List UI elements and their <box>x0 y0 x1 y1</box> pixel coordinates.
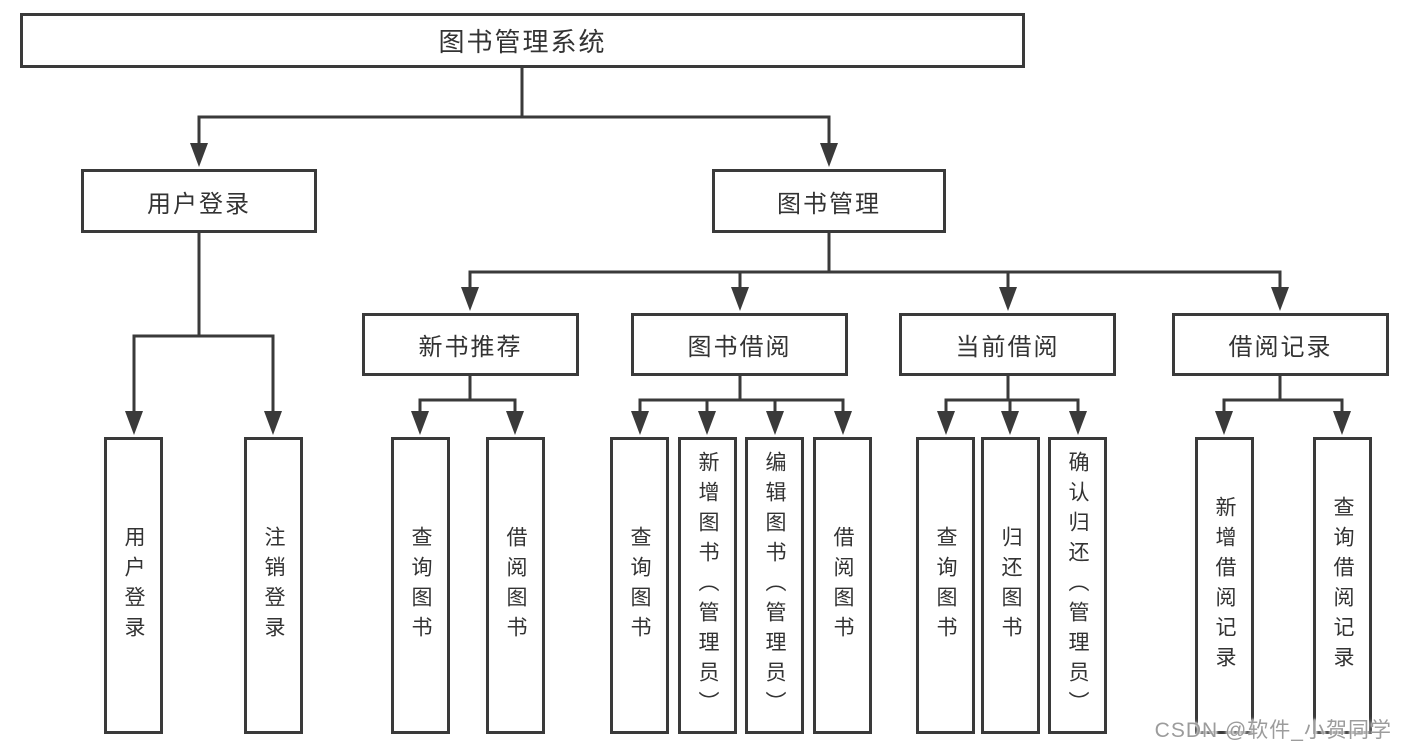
leaf-query-books-current: 查询图书 <box>916 437 975 734</box>
node-label: 图书管理 <box>777 190 881 218</box>
arrow-down <box>631 400 649 435</box>
arrow-down <box>1001 400 1019 435</box>
node-book-management: 图书管理 <box>712 169 946 233</box>
leaf-borrow-books: 借阅图书 <box>813 437 872 734</box>
arrow-down <box>125 336 143 435</box>
leaf-query-borrow-record: 查询借阅记录 <box>1313 437 1372 734</box>
leaf-label: 新增图书（管理员） <box>696 450 719 721</box>
watermark: CSDN @软件_小贺同学 <box>1154 719 1392 742</box>
leaf-query-books-borrow: 查询图书 <box>610 437 669 734</box>
node-user-login: 用户登录 <box>81 169 317 233</box>
leaf-label: 查询图书 <box>934 525 957 646</box>
leaf-user-login: 用户登录 <box>104 437 163 734</box>
node-label: 图书管理系统 <box>438 27 607 57</box>
leaf-edit-book-admin: 编辑图书（管理员） <box>745 437 804 734</box>
node-label: 用户登录 <box>147 190 251 218</box>
leaf-borrow-books-recommend: 借阅图书 <box>486 437 545 734</box>
leaf-label: 查询借阅记录 <box>1331 495 1354 676</box>
leaf-label: 归还图书 <box>999 525 1022 646</box>
leaf-add-book-admin: 新增图书（管理员） <box>678 437 737 734</box>
leaf-label: 注销登录 <box>262 525 285 646</box>
arrow-down <box>731 272 749 311</box>
leaf-label: 用户登录 <box>122 525 145 646</box>
arrow-down <box>1215 400 1233 435</box>
arrow-down <box>411 400 429 435</box>
arrow-down <box>999 272 1017 311</box>
leaf-confirm-return-admin: 确认归还（管理员） <box>1048 437 1107 734</box>
arrow-down <box>698 400 716 435</box>
arrow-down <box>820 117 838 167</box>
node-library-management-system: 图书管理系统 <box>20 13 1025 68</box>
leaf-query-books-recommend: 查询图书 <box>391 437 450 734</box>
leaf-label: 确认归还（管理员） <box>1066 450 1089 721</box>
leaf-add-borrow-record: 新增借阅记录 <box>1195 437 1254 734</box>
arrow-down <box>264 336 282 435</box>
node-current-borrow: 当前借阅 <box>899 313 1116 376</box>
arrow-down <box>1271 272 1289 311</box>
leaf-logout: 注销登录 <box>244 437 303 734</box>
arrow-down <box>1333 400 1351 435</box>
leaf-label: 新增借阅记录 <box>1213 495 1236 676</box>
arrow-down <box>190 117 208 167</box>
arrow-down <box>937 400 955 435</box>
leaf-label: 借阅图书 <box>831 525 854 646</box>
arrow-down <box>1069 400 1087 435</box>
leaf-return-books: 归还图书 <box>981 437 1040 734</box>
arrow-down <box>834 400 852 435</box>
arrow-down <box>506 400 524 435</box>
leaf-label: 编辑图书（管理员） <box>763 450 786 721</box>
node-book-borrow: 图书借阅 <box>631 313 848 376</box>
node-label: 新书推荐 <box>418 334 523 361</box>
arrow-down <box>766 400 784 435</box>
leaf-label: 借阅图书 <box>504 525 527 646</box>
node-borrow-records: 借阅记录 <box>1172 313 1389 376</box>
node-label: 当前借阅 <box>955 334 1060 361</box>
leaf-label: 查询图书 <box>628 525 651 646</box>
leaf-label: 查询图书 <box>409 525 432 646</box>
node-label: 借阅记录 <box>1228 334 1333 361</box>
arrow-down <box>461 272 479 311</box>
node-new-book-recommend: 新书推荐 <box>362 313 579 376</box>
node-label: 图书借阅 <box>687 334 792 361</box>
